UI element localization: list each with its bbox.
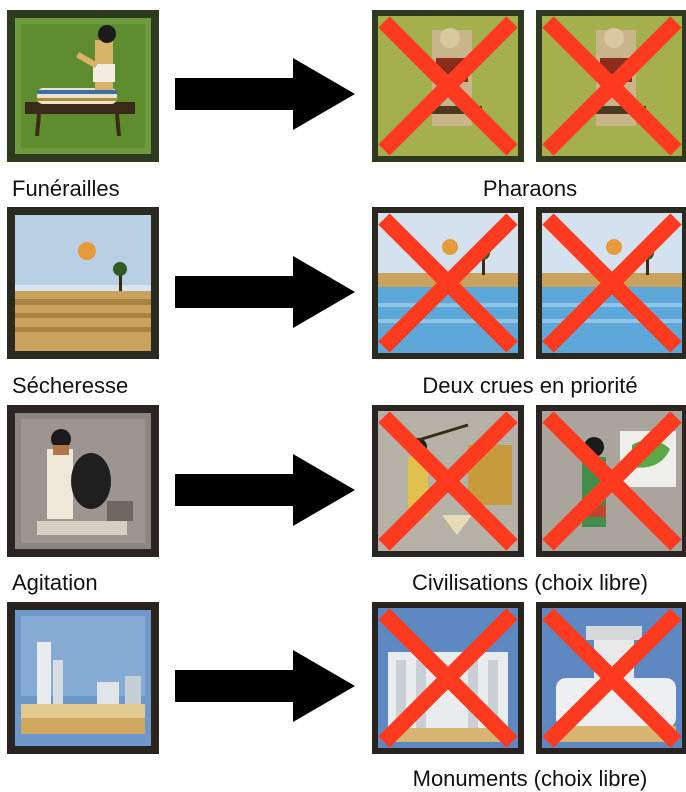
civilization-tile-icon — [372, 405, 524, 557]
drought-event-tile — [7, 207, 159, 359]
event-label-funerailles: Funérailles — [12, 176, 120, 201]
right-arrow-icon — [175, 58, 355, 130]
flood-tile-icon — [372, 207, 524, 359]
event-label-secheresse: Sécheresse — [12, 373, 129, 398]
result-label-civilisations: Civilisations (choix libre) — [412, 570, 648, 595]
ruins-event-tile — [7, 602, 159, 754]
right-arrow-icon — [175, 256, 355, 328]
result-label-pharaons: Pharaons — [482, 176, 578, 201]
funeral-tile-icon — [7, 10, 159, 162]
civilization-tile-icon — [536, 405, 686, 557]
pharaoh-tile-crossed-1 — [372, 10, 524, 162]
civilization-tile-crossed-2 — [536, 405, 686, 557]
unrest-tile-icon — [7, 405, 159, 557]
flood-tile-icon — [536, 207, 686, 359]
result-label-deux-crues: Deux crues en priorité — [422, 373, 638, 398]
pharaoh-tile-icon — [372, 10, 524, 162]
monument-tile-crossed-1 — [372, 602, 524, 754]
ruins-tile-icon — [7, 602, 159, 754]
flood-tile-crossed-2 — [536, 207, 686, 359]
pharaoh-tile-icon — [536, 10, 686, 162]
monument-tile-icon — [372, 602, 524, 754]
civilization-tile-crossed-1 — [372, 405, 524, 557]
unrest-event-tile — [7, 405, 159, 557]
pharaoh-tile-crossed-2 — [536, 10, 686, 162]
drought-tile-icon — [7, 207, 159, 359]
monument-tile-crossed-2 — [536, 602, 686, 754]
funeral-event-tile — [7, 10, 159, 162]
monument-tile-icon — [536, 602, 686, 754]
flood-tile-crossed-1 — [372, 207, 524, 359]
result-label-monuments: Monuments (choix libre) — [412, 766, 648, 791]
event-label-agitation: Agitation — [12, 570, 98, 595]
right-arrow-icon — [175, 454, 355, 526]
right-arrow-icon — [175, 650, 355, 722]
